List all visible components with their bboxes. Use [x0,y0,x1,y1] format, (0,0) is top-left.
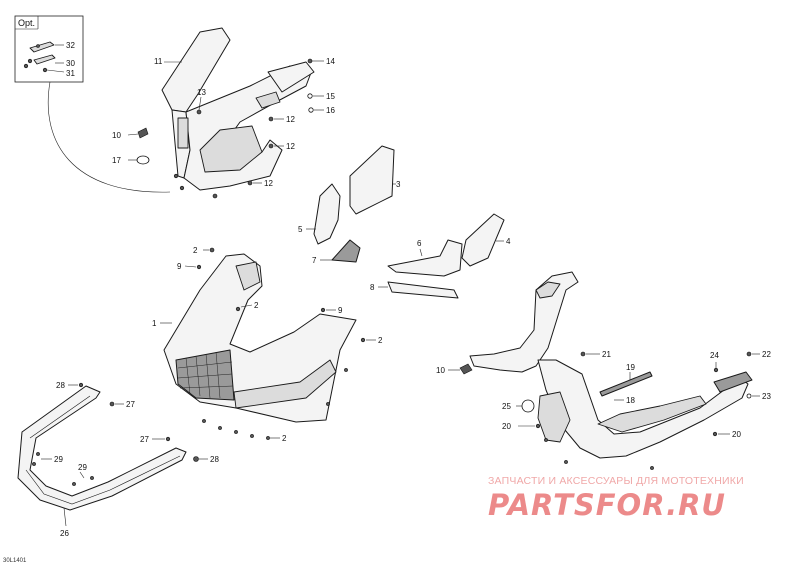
callout-8: 8 [370,283,375,292]
watermark-tagline: ЗАПЧАСТИ И АКСЕССУАРЫ ДЛЯ МОТОТЕХНИКИ [488,475,744,487]
callout-27-a: 27 [126,400,135,409]
callout-15: 15 [326,92,335,101]
callout-10-a: 10 [112,131,121,140]
callout-13: 13 [197,88,206,97]
callout-28-b: 28 [210,455,219,464]
front-nose-fasteners: 2 9 2 9 2 2 [177,246,383,443]
callout-22: 22 [762,350,771,359]
callout-6: 6 [417,239,422,248]
callout-29-b: 29 [78,463,87,472]
callout-27-b: 27 [140,435,149,444]
bumper-fasteners: 28 27 27 28 29 29 [32,381,219,486]
callout-2-c: 2 [378,336,383,345]
callout-18: 18 [626,396,635,405]
callout-32: 32 [66,41,75,50]
callout-26: 26 [60,529,69,538]
callout-2-b: 2 [254,301,259,310]
upper-body-frame: 11 [154,27,315,191]
option-box-label: Opt. [18,18,35,28]
callout-14: 14 [326,57,335,66]
right-lower-frame: 18 [469,271,753,459]
option-leader-curve [47,81,171,193]
callout-25: 25 [502,402,511,411]
callout-20-b: 20 [502,422,511,431]
right-frame-strip-19: 19 [599,363,653,397]
callout-10-b: 10 [436,366,445,375]
callout-3: 3 [396,180,401,189]
callout-9-b: 9 [338,306,343,315]
callout-12-c: 12 [264,179,273,188]
callout-30: 30 [66,59,75,68]
option-box: Opt. 32 30 31 [14,15,84,83]
callout-2-d: 2 [282,434,287,443]
watermark: ЗАПЧАСТИ И АКСЕССУАРЫ ДЛЯ МОТОТЕХНИКИ PA… [488,475,744,522]
watermark-brand: PARTSFOR.RU [488,488,726,522]
callout-28-a: 28 [56,381,65,390]
callout-31: 31 [66,69,75,78]
front-bumper: 26 [17,385,187,538]
grille [177,351,234,399]
right-frame-fasteners: 21 22 24 23 20 20 25 10 [436,350,771,470]
callout-23: 23 [762,392,771,401]
callout-7: 7 [312,256,317,265]
callout-5: 5 [298,225,303,234]
callout-29-a: 29 [54,455,63,464]
callout-20-a: 20 [732,430,741,439]
callout-2-a: 2 [193,246,198,255]
callout-12-b: 12 [286,142,295,151]
callout-21: 21 [602,350,611,359]
upper-frame-fasteners: 13 14 15 16 12 12 12 10 17 [112,57,335,199]
callout-24: 24 [710,351,719,360]
callout-17: 17 [112,156,121,165]
front-nose-assembly: 1 [152,253,357,423]
callout-1: 1 [152,319,157,328]
callout-16: 16 [326,106,335,115]
side-panels: 3 5 7 4 6 8 [298,145,511,299]
callout-19: 19 [626,363,635,372]
callout-12-a: 12 [286,115,295,124]
callout-4: 4 [506,237,511,246]
drawing-id: 30L1401 [3,558,27,564]
callout-11: 11 [154,57,163,66]
callout-9-a: 9 [177,262,182,271]
